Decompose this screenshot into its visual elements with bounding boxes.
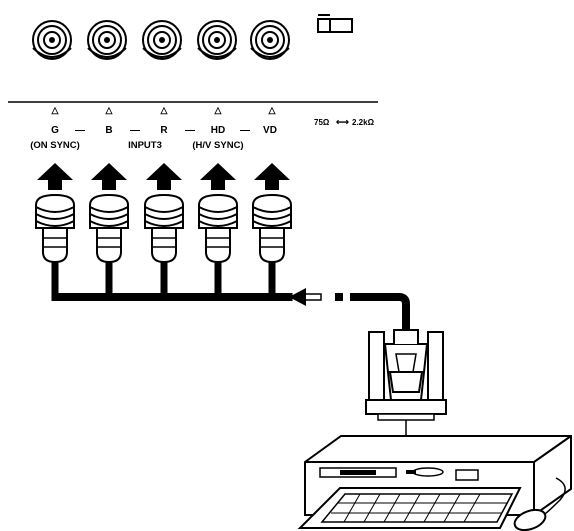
- bnc-jack-icon: [87, 20, 127, 60]
- bnc-jack-icon: [197, 20, 237, 60]
- arrow-up-icon: [254, 163, 290, 190]
- bnc-jack-icon: [32, 20, 72, 60]
- separator-r-hd: —: [185, 125, 195, 136]
- bnc-plug-icon: [198, 193, 238, 296]
- bnc-plug-row: [35, 193, 292, 296]
- arrow-row: [37, 163, 290, 190]
- arrow-up-icon: [146, 163, 182, 190]
- bnc-jack-icon: [142, 20, 182, 60]
- bnc-plug-icon: [252, 193, 292, 296]
- signal-sub-g: (ON SYNC): [30, 140, 80, 151]
- input-label: INPUT3: [128, 140, 162, 151]
- impedance-label: 75Ω ⟷ 2.2kΩ: [314, 117, 375, 127]
- triangle-marker: △: [268, 105, 277, 115]
- signal-label-b: B: [105, 125, 112, 136]
- cable-harness: [51, 288, 410, 335]
- signal-label-vd: VD: [263, 125, 277, 136]
- triangle-marker: △: [105, 105, 114, 115]
- signal-label-r: R: [160, 125, 168, 136]
- impedance-high: 2.2kΩ: [352, 118, 375, 127]
- terminal-markers: △ △ △ △ △: [51, 105, 277, 115]
- arrow-up-icon: [37, 163, 73, 190]
- bnc-plug-icon: [89, 193, 129, 296]
- signal-sub-hd: (H/V SYNC): [192, 140, 243, 151]
- bnc-plug-icon: [144, 193, 184, 296]
- impedance-arrow: ⟷: [336, 117, 349, 127]
- impedance-low: 75Ω: [314, 118, 330, 127]
- keyboard-icon: [297, 487, 522, 529]
- triangle-marker: △: [160, 105, 169, 115]
- bnc-plug-icon: [35, 193, 75, 296]
- signal-label-g: G: [51, 125, 59, 136]
- arrow-up-icon: [200, 163, 236, 190]
- triangle-marker: △: [51, 105, 60, 115]
- signal-label-hd: HD: [211, 125, 225, 136]
- vga-connector-icon: [365, 329, 447, 421]
- cable-arrow-icon: [289, 288, 306, 306]
- separator-hd-vd: —: [240, 125, 250, 136]
- separator-g-b: —: [75, 125, 85, 136]
- bnc-jack-icon: [250, 20, 290, 60]
- bnc-jack-row: [32, 20, 290, 60]
- terminal-labels: G — B — R — HD — VD (ON SYNC) INPUT3 (H/…: [30, 125, 277, 151]
- disk-drive-slot: [412, 467, 444, 477]
- separator-b-r: —: [130, 125, 140, 136]
- mouse-icon: [513, 477, 566, 531]
- arrow-up-icon: [91, 163, 127, 190]
- slide-switch-icon: [317, 14, 353, 33]
- triangle-marker: △: [214, 105, 223, 115]
